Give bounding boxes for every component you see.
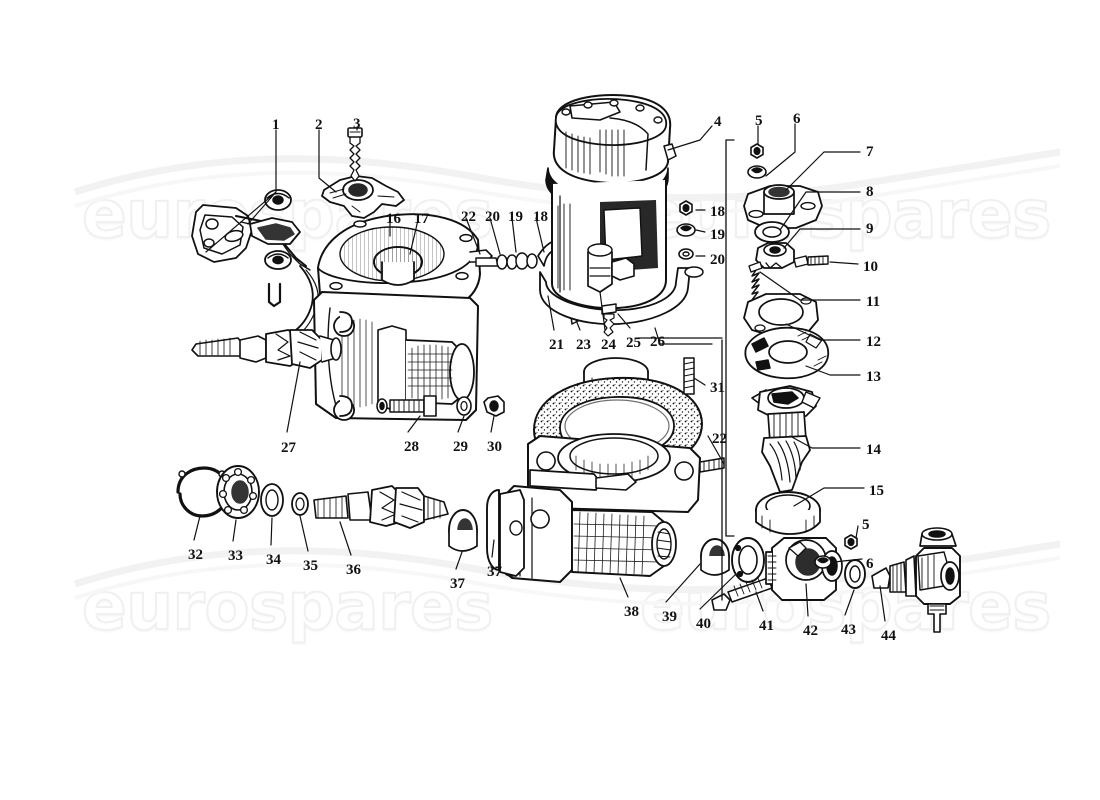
callout-31-stud: 31 (710, 380, 725, 396)
callout-14-drive-shaft-with-helical-gear: 14 (866, 442, 881, 458)
callout-29-washer: 29 (453, 439, 468, 455)
callout-40-washer: 40 (696, 616, 711, 632)
callout-24-terminal-clamp: 24 (601, 337, 616, 353)
callout-37-seal-assembly: 37 (450, 576, 465, 592)
callout-43-o-ring: 43 (841, 622, 856, 638)
part-3-screw (347, 127, 363, 182)
callout-23-pin: 23 (576, 337, 591, 353)
callout-26-bracket: 26 (650, 334, 665, 350)
callout-41-bolt: 41 (759, 618, 774, 634)
callout-5-nut: 5 (862, 517, 870, 533)
callout-28-bolt: 28 (404, 439, 419, 455)
callout-22-stud: 22 (712, 431, 727, 447)
callout-18-elbow-fitting: 18 (533, 209, 548, 225)
callout-21-clamp-band: 21 (549, 337, 564, 353)
callout-19-washer: 19 (710, 227, 725, 243)
callout-19-washer: 19 (508, 209, 523, 225)
callout-35-spacer-ring: 35 (303, 558, 318, 574)
callout-25-screw: 25 (626, 335, 641, 351)
callout-30-nut: 30 (487, 439, 502, 455)
part-29-washer (456, 396, 472, 416)
callout-9-locking-collar: 9 (866, 221, 874, 237)
bottom-right-parts (700, 527, 961, 633)
callout-27-pump-shaft-with-impeller: 27 (281, 440, 296, 456)
callout-11-spring: 11 (866, 294, 881, 310)
callout-17-seal-housing: 17 (414, 211, 429, 227)
part-27-pump-housing (191, 291, 479, 421)
callout-8-seal-ring: 8 (866, 184, 874, 200)
part-30-nut (483, 395, 505, 417)
callout-6-washer: 6 (866, 556, 874, 572)
callout-6-washer: 6 (793, 111, 801, 127)
callout-32-circlip: 32 (188, 547, 203, 563)
parts-18-19-20-stack-right (676, 200, 696, 260)
callout-44-temperature-sender-union: 44 (881, 628, 896, 644)
callout-20-washer: 20 (710, 252, 725, 268)
callout-2-rotor-arm: 2 (315, 117, 323, 133)
callout-36-impeller-shaft: 36 (346, 562, 361, 578)
callout-22-stud: 22 (461, 209, 476, 225)
part-28-bolt (376, 395, 437, 417)
callout-37-seal-assembly: 37 (487, 564, 502, 580)
part-4-distributor-assembly (539, 94, 704, 337)
callout-33-ball-bearing: 33 (228, 548, 243, 564)
callout-16-pump-cover: 16 (386, 211, 401, 227)
callout-20-washer: 20 (485, 209, 500, 225)
callout-39-gland-nut: 39 (662, 609, 677, 625)
callout-34-shim-washer: 34 (266, 552, 281, 568)
callout-38-water-pump-body: 38 (624, 604, 639, 620)
callout-18-elbow-fitting: 18 (710, 204, 725, 220)
right-column-parts (743, 143, 829, 535)
callout-42-thermostat-housing: 42 (803, 623, 818, 639)
callout-13-thrust-plate: 13 (866, 369, 881, 385)
callout-15-bearing-collar: 15 (869, 483, 884, 499)
callout-3-screw: 3 (353, 116, 361, 132)
callout-10-stud-bolt: 10 (863, 259, 878, 275)
part-26-gasket-and-lower-housing (497, 357, 725, 583)
callout-5-nut: 5 (755, 113, 763, 129)
callout-4-distributor-cap-assembly: 4 (714, 114, 722, 130)
callout-7-mounting-flange: 7 (866, 144, 874, 160)
callout-1-contact-breaker-plate: 1 (272, 117, 280, 133)
callout-12-gasket-flange: 12 (866, 334, 881, 350)
part-1-contact-breaker-plate (191, 189, 319, 333)
